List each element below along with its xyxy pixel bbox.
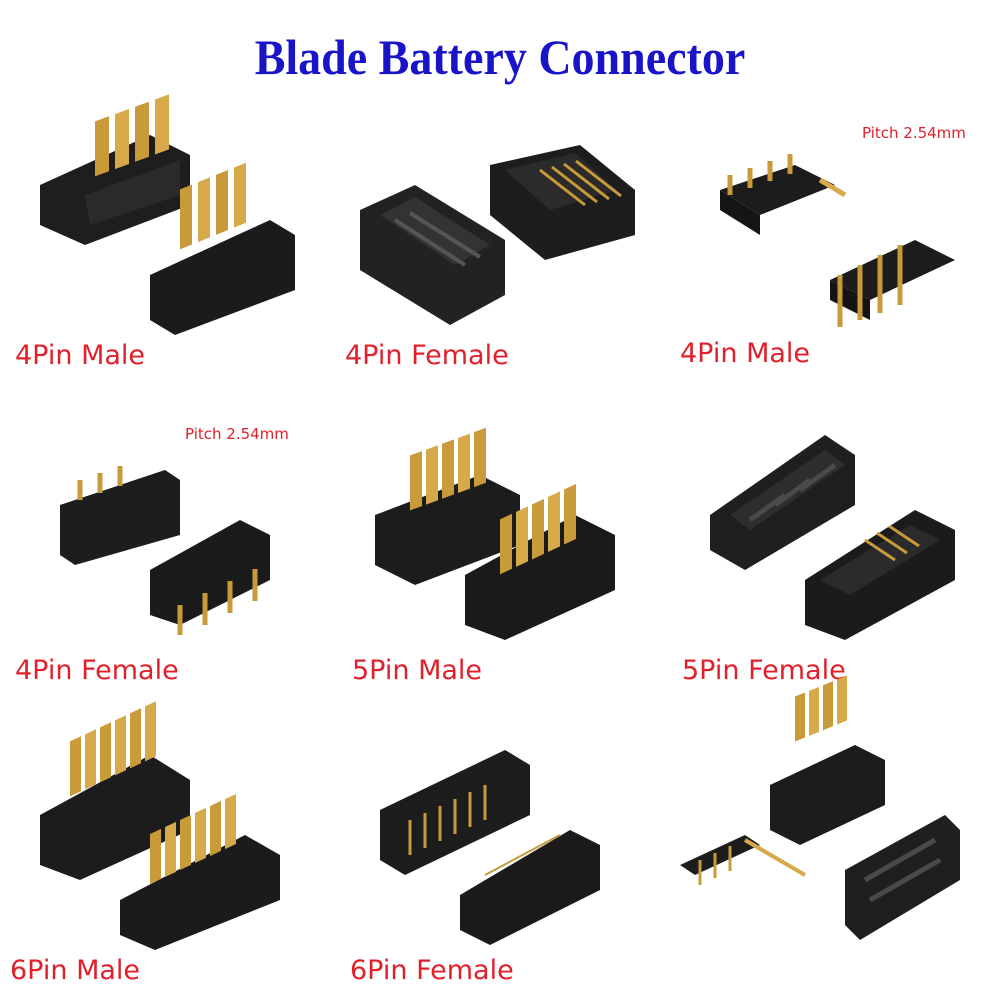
connector-image (710, 435, 955, 640)
product-label: 6Pin Male (10, 955, 141, 986)
product-label: 5Pin Male (352, 655, 483, 686)
connector-image (375, 427, 615, 640)
page-title: Blade Battery Connector (254, 29, 746, 85)
product-label: 4Pin Male (15, 340, 146, 371)
product-label: 4Pin Male (680, 338, 811, 369)
product-label: 5Pin Female (682, 655, 846, 686)
pitch-note: Pitch 2.54mm (862, 124, 966, 142)
connector-image (360, 145, 635, 325)
connector-image (380, 750, 600, 945)
connector-image (720, 154, 955, 327)
product-label: 4Pin Female (15, 655, 179, 686)
connector-image (680, 675, 960, 940)
connector-image (40, 94, 295, 335)
product-label: 6Pin Female (350, 955, 514, 986)
connector-image (40, 701, 280, 950)
pitch-note: Pitch 2.54mm (185, 425, 289, 443)
product-label: 4Pin Female (345, 340, 509, 371)
connector-image (60, 466, 270, 635)
